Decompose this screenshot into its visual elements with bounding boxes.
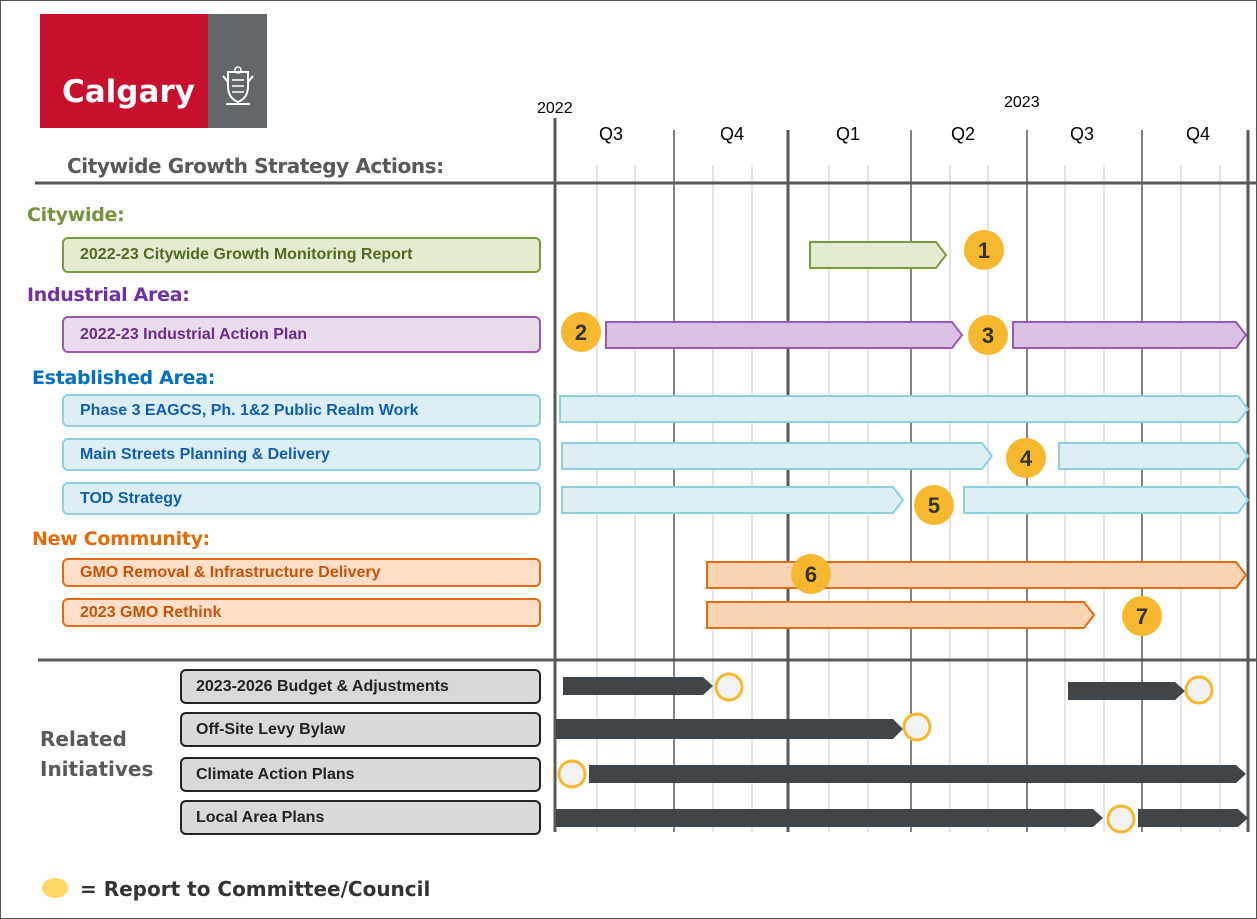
bar-eagcs [559, 395, 1250, 423]
milestone-7-label: 7 [1136, 604, 1148, 629]
milestone-2-marker [561, 312, 601, 352]
report-circles [557, 672, 1214, 834]
action-gmo-removal: GMO Removal & Infrastructure Delivery [62, 558, 541, 587]
related-offsite-levy: Off-Site Levy Bylaw [180, 712, 541, 747]
bar-budget-1 [563, 677, 713, 695]
logo-text: Calgary [62, 74, 195, 110]
category-citywide: Citywide: [27, 204, 125, 226]
bar-tod-1 [561, 486, 905, 514]
milestone-2-label: 2 [575, 320, 587, 345]
logo-red-block: Calgary [40, 14, 208, 128]
bar-gmo-rethink [706, 601, 1096, 629]
milestone-1-label: 1 [978, 238, 990, 263]
calgary-logo: Calgary [40, 14, 267, 128]
quarter-label-q4-2023: Q4 [1186, 124, 1211, 144]
action-citywide-report: 2022-23 Citywide Growth Monitoring Repor… [62, 237, 541, 273]
action-eagcs: Phase 3 EAGCS, Ph. 1&2 Public Realm Work [62, 394, 541, 427]
related-initiatives-label: Related Initiatives [40, 724, 153, 784]
quarter-label-q3-2023: Q3 [1070, 124, 1095, 144]
milestone-7-marker [1122, 596, 1162, 636]
milestone-5-label: 5 [928, 493, 940, 518]
bar-climate [589, 765, 1246, 783]
action-gmo-rethink: 2023 GMO Rethink [62, 598, 541, 627]
legend-dot [42, 878, 68, 898]
bar-industrial-2 [1012, 321, 1248, 349]
bar-citywide-report [809, 241, 948, 269]
action-tod-strategy: TOD Strategy [62, 482, 541, 515]
quarter-label-q3-2022: Q3 [599, 124, 624, 144]
bar-tod-2 [963, 486, 1250, 514]
bar-gmo-removal [706, 561, 1248, 589]
related-local-area: Local Area Plans [180, 800, 541, 835]
year-2022-label: 2022 [537, 100, 573, 117]
milestone-markers [561, 230, 1162, 636]
milestone-6-marker [791, 554, 831, 594]
year-2023-label: 2023 [1004, 94, 1040, 111]
milestone-5-marker [914, 485, 954, 525]
page-title: Citywide Growth Strategy Actions: [67, 154, 444, 178]
milestone-4-marker [1006, 438, 1046, 478]
quarter-label-q4-2022: Q4 [720, 124, 745, 144]
quarter-label-q2-2023: Q2 [951, 124, 976, 144]
category-industrial: Industrial Area: [27, 284, 190, 306]
milestone-6-label: 6 [805, 562, 817, 587]
milestone-3-marker [968, 315, 1008, 355]
related-climate: Climate Action Plans [180, 757, 541, 792]
bar-budget-2 [1068, 682, 1185, 700]
quarter-label-q1-2023: Q1 [836, 124, 861, 144]
year-gridlines [553, 118, 1250, 832]
legend-text: = Report to Committee/Council [80, 877, 431, 901]
coat-of-arms-icon [222, 66, 254, 105]
bar-main-streets-1 [561, 442, 994, 470]
bar-local-area-1 [556, 809, 1103, 827]
logo-grey-block [208, 14, 267, 128]
milestone-1-marker [964, 230, 1004, 270]
category-new-community: New Community: [32, 528, 210, 550]
related-label-line1: Related [40, 727, 127, 751]
action-industrial-plan: 2022-23 Industrial Action Plan [62, 316, 541, 353]
bar-main-streets-2 [1058, 442, 1250, 470]
bar-offsite-levy [556, 719, 903, 739]
related-label-line2: Initiatives [40, 757, 154, 781]
category-established: Established Area: [32, 367, 216, 389]
action-main-streets: Main Streets Planning & Delivery [62, 438, 541, 471]
bar-local-area-2 [1138, 809, 1248, 827]
bar-industrial-1 [605, 321, 964, 349]
milestone-3-label: 3 [982, 323, 994, 348]
related-budget: 2023-2026 Budget & Adjustments [180, 669, 541, 704]
milestone-4-label: 4 [1020, 446, 1033, 471]
